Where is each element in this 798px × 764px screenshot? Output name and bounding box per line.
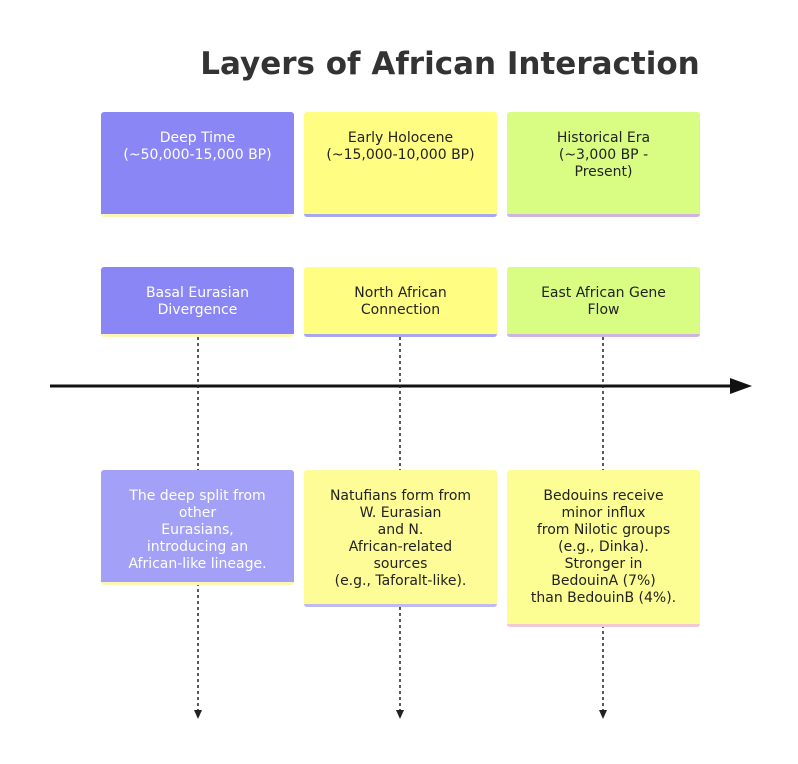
note-early-holocene: Natufians form from W. Eurasian and N. A… <box>304 470 497 607</box>
event-north-african: North African Connection <box>304 267 497 337</box>
timeline-arrowhead <box>730 378 752 394</box>
connector-deep-arrowhead <box>194 710 202 719</box>
period-historical-era: Historical Era (~3,000 BP - Present) <box>507 112 700 217</box>
event-basal-eurasian: Basal Eurasian Divergence <box>101 267 294 337</box>
note-historical-era: Bedouins receive minor influx from Nilot… <box>507 470 700 627</box>
diagram-title: Layers of African Interaction <box>200 46 700 82</box>
connector-early-arrowhead <box>396 710 404 719</box>
period-deep-time: Deep Time (~50,000-15,000 BP) <box>101 112 294 217</box>
period-early-holocene: Early Holocene (~15,000-10,000 BP) <box>304 112 497 217</box>
connector-hist-arrowhead <box>599 710 607 719</box>
note-deep-time: The deep split from other Eurasians, int… <box>101 470 294 585</box>
event-east-african: East African Gene Flow <box>507 267 700 337</box>
